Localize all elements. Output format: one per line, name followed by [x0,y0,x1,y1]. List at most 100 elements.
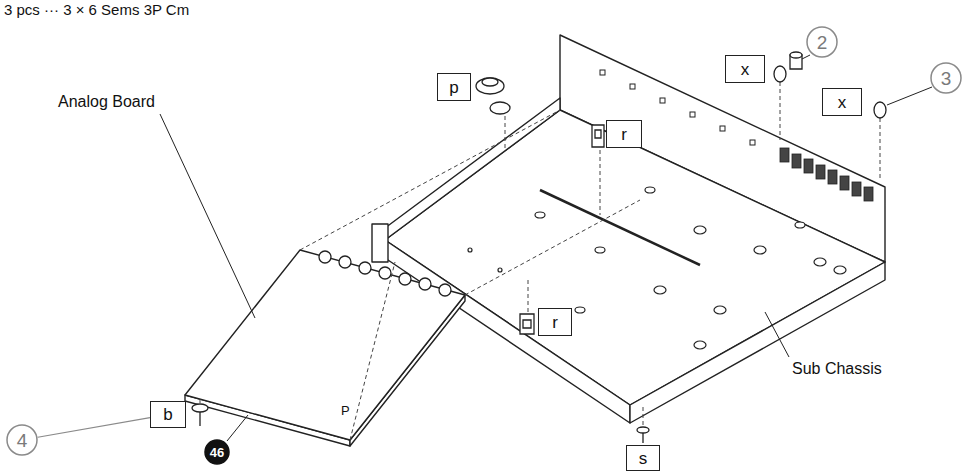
chassis-holes [814,258,826,266]
part-name: Analog Board [58,93,155,111]
board-jacks [379,267,391,279]
chassis-holes [535,212,545,218]
board-mark: P [341,404,350,418]
rear-panel-connectors [828,170,837,184]
screws [637,427,649,433]
chassis-holes [834,266,846,274]
chassis-holes [714,306,726,314]
board-jacks [359,262,371,274]
chassis-holes [754,246,766,254]
dashed-guide-lines [300,110,560,250]
dashed-guide-lines [350,262,395,440]
washers-sleeve [874,102,886,118]
dashed-guide-lines [465,200,640,295]
callout-circle [7,425,37,455]
chassis-holes [694,226,706,234]
panel-holes [690,112,695,117]
board-jacks [419,278,431,290]
part-letter-box: r [606,120,642,148]
part-letter-box: r [538,308,572,336]
chassis-holes [468,248,472,252]
board-jacks [399,273,411,285]
dashed-guide-lines [200,398,201,403]
part-letter-box-text: p [449,79,458,96]
rear-panel-connectors [780,148,873,201]
screws [192,404,208,412]
part-letter-box-text: x [838,94,847,111]
part-number-badge-text: 46 [210,446,224,459]
sub-chassis [540,190,700,265]
grommet [476,78,510,114]
screws [192,404,649,443]
part-number-badge: 46 [204,439,230,465]
grommet [482,78,498,86]
chassis-holes [575,307,585,313]
sub-chassis [372,224,388,262]
screws [199,412,200,426]
leader-lines [227,415,248,441]
leader-lines [160,114,255,318]
panel-holes [660,98,665,103]
part-letter-box: b [150,401,186,428]
chassis-holes [795,222,805,228]
part-letter-box-text: r [552,314,558,331]
analog-board [185,250,465,446]
board-jacks [319,251,331,263]
callout-number: 4 [6,424,38,456]
wire-clips [592,125,604,147]
rear-panel-connectors [852,182,861,196]
part-letter-box-text: x [741,61,750,78]
board-jacks [319,251,451,296]
part-letter-box: s [626,445,660,471]
chassis-holes [595,247,605,253]
leader-lines [160,55,932,441]
part-letter-box-text: b [163,406,172,423]
rear-panel-connectors [840,176,849,190]
wire-clips [520,125,604,334]
chassis-holes [498,268,502,272]
callout-circle [931,63,961,93]
part-letter-box-text: s [639,450,648,467]
leader-lines [802,55,810,59]
washers-sleeve [790,52,802,58]
part-name: Sub Chassis [792,360,882,378]
grommet [490,102,510,114]
part-letter-box: x [822,88,862,116]
leader-lines [887,87,932,105]
sub-chassis [372,35,885,423]
sub-chassis [630,262,885,423]
callout-number: 2 [806,26,838,58]
screws [642,433,643,443]
rear-panel-connectors [780,148,789,162]
rear-panel-connectors [816,165,825,179]
rear-panel-connectors [804,159,813,173]
dashed-guide-lines [643,405,644,425]
dashed-guide-lines [600,150,601,215]
grommet [476,78,504,94]
sub-chassis [385,110,885,405]
board-jacks [439,284,451,296]
dashed-guide-lines [528,280,529,312]
analog-board [185,250,465,440]
chassis-holes [468,187,846,349]
panel-holes [630,84,635,89]
callout-number-text: 4 [17,431,28,450]
dashed-guide-lines [200,82,880,440]
sub-chassis [385,98,560,240]
callout-number: 3 [930,62,962,94]
panel-holes [720,126,725,131]
dashed-guide-lines [880,118,881,180]
part-letter-box: p [437,73,471,101]
note-text: 3 pcs ··· 3 × 6 Sems 3P Cm [4,2,189,19]
badge-disc [205,440,229,464]
callout-number-text: 3 [941,69,952,88]
panel-holes [750,140,755,145]
leader-lines [765,312,789,357]
callout-number-text: 2 [817,33,828,52]
chassis-holes [645,187,655,193]
washers-sleeve [774,52,886,118]
callout-circle [807,27,837,57]
